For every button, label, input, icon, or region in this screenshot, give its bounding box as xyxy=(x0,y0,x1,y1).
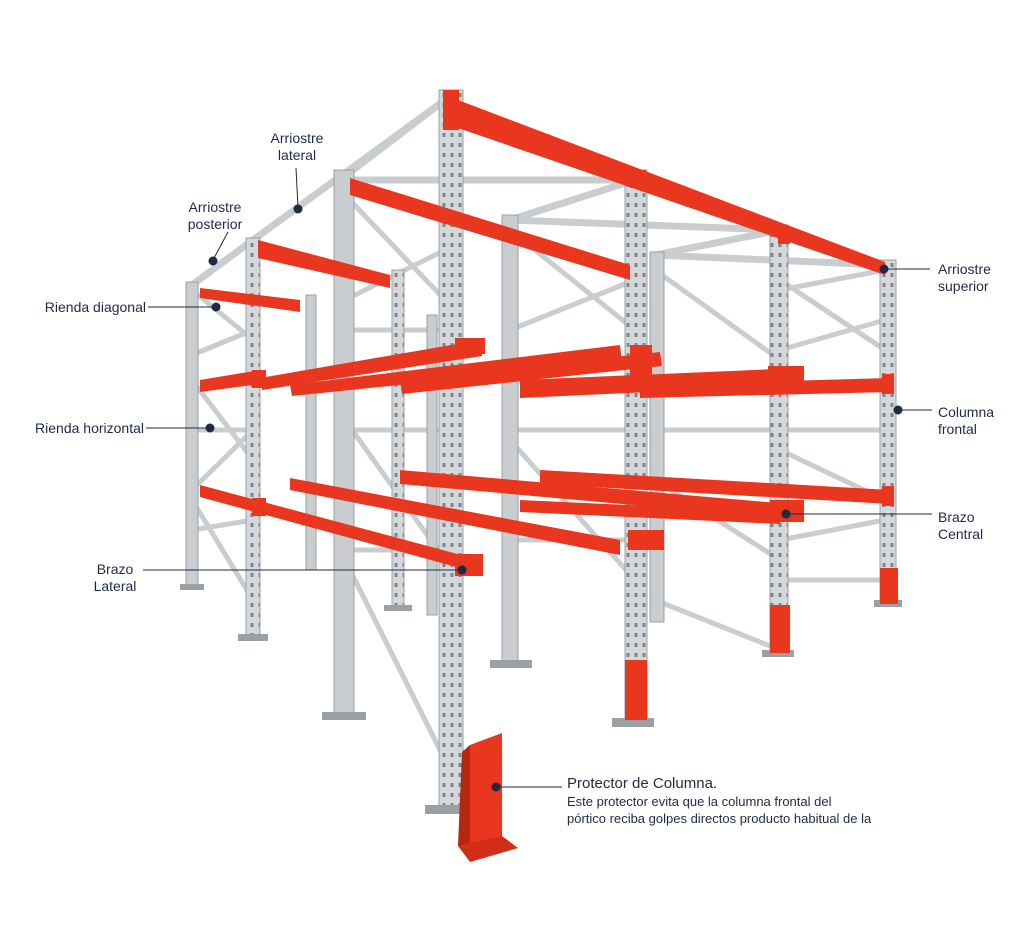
leader-lines xyxy=(143,167,932,792)
dot-rienda-horizontal xyxy=(205,423,215,433)
label-arriostre-posterior: Arriostre posterior xyxy=(187,199,243,232)
label-arriostre-lateral: Arriostre lateral xyxy=(270,130,324,163)
dot-arriostre-posterior xyxy=(208,256,218,266)
label-brazo-central: Brazo Central xyxy=(938,509,984,542)
protector-note: Protector de Columna. Este protector evi… xyxy=(567,774,871,827)
dot-brazo-central xyxy=(781,509,791,519)
dot-arriostre-lateral xyxy=(293,204,303,214)
label-brazo-lateral: Brazo Lateral xyxy=(93,561,137,594)
label-rienda-diagonal: Rienda diagonal xyxy=(44,299,146,315)
dot-arriostre-superior xyxy=(879,264,889,274)
dot-columna-frontal xyxy=(893,405,903,415)
label-rienda-horizontal: Rienda horizontal xyxy=(35,420,144,436)
protector-note-title: Protector de Columna. xyxy=(567,775,718,792)
dot-rienda-diagonal xyxy=(211,302,221,312)
red-components xyxy=(200,90,898,862)
label-arriostre-superior: Arriostre superior xyxy=(938,261,991,294)
protector-note-line2: pórtico reciba golpes directos producto … xyxy=(567,811,872,826)
steel-structure xyxy=(180,89,902,814)
label-columna-frontal: Columna frontal xyxy=(938,404,995,437)
dot-brazo-lateral xyxy=(457,565,467,575)
protector-note-line1: Este protector evita que la columna fron… xyxy=(567,794,832,809)
dot-protector xyxy=(491,782,501,792)
